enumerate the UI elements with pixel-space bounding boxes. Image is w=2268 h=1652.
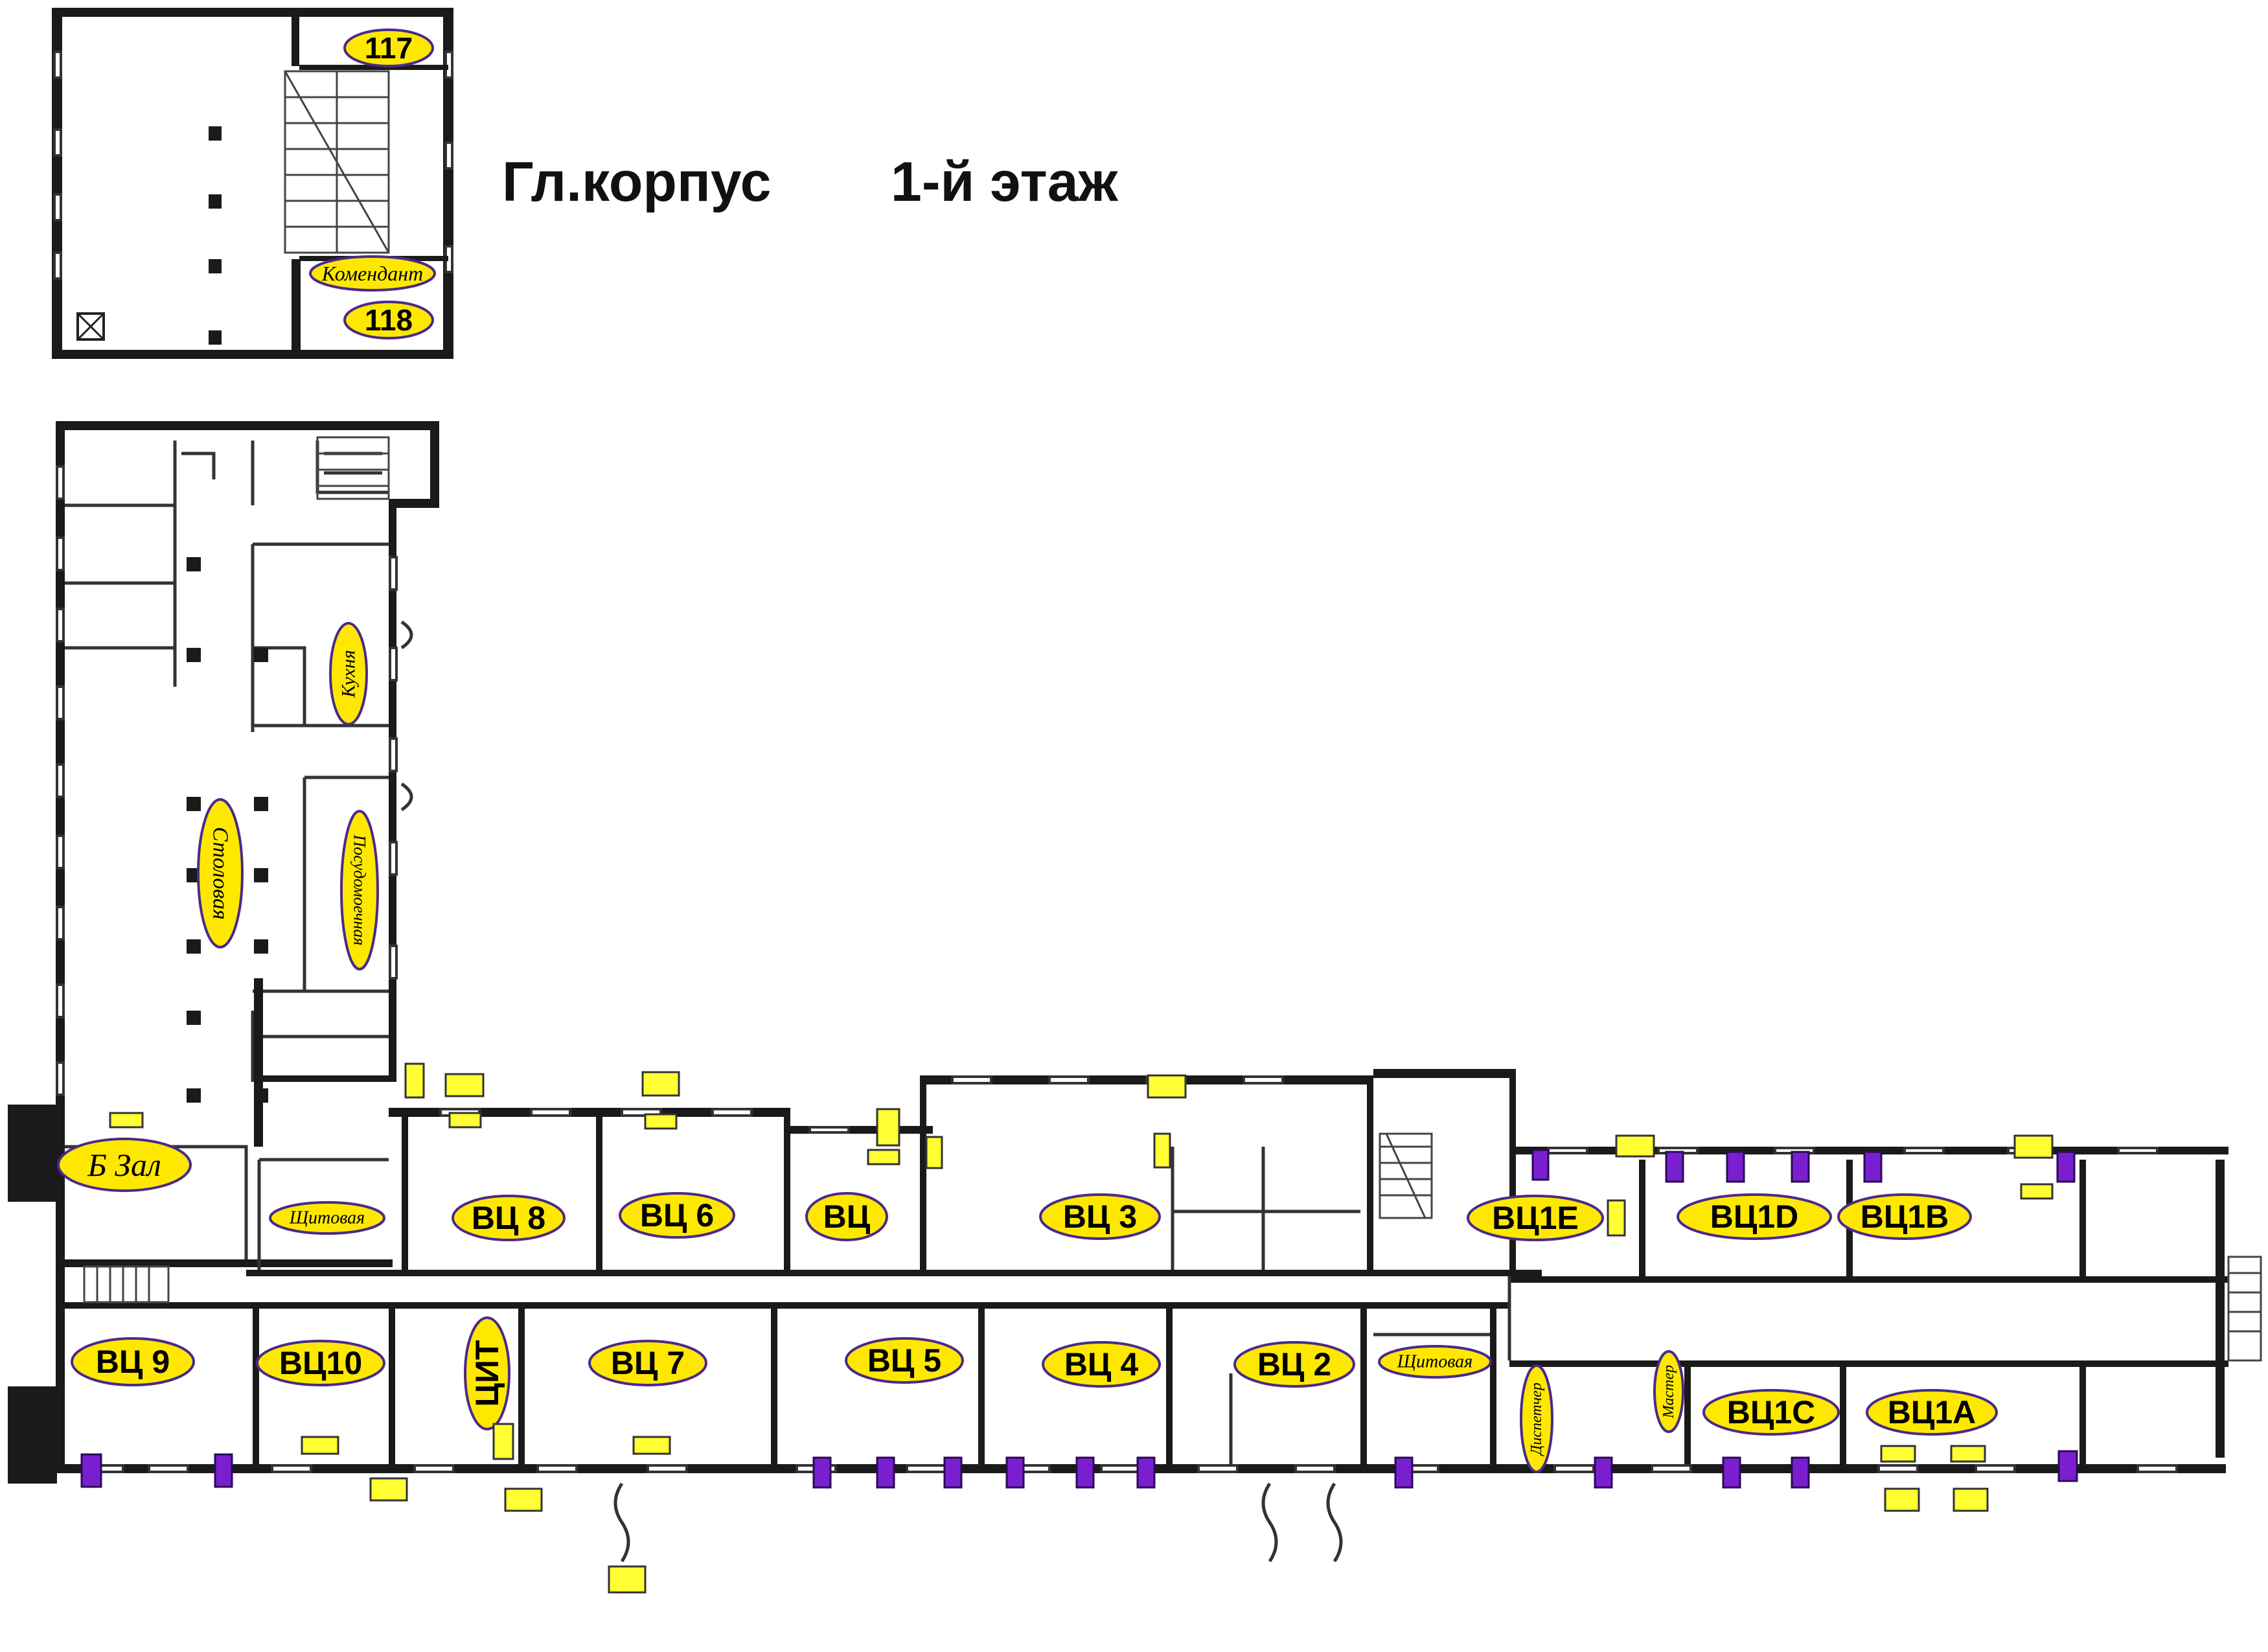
vc1a-label — [1866, 1389, 1998, 1436]
vc5-text: ВЦ 5 — [867, 1342, 941, 1379]
vc3-label — [1039, 1193, 1161, 1240]
vc1c-text: ВЦ1С — [1727, 1394, 1816, 1430]
vc6-text: ВЦ 6 — [640, 1197, 714, 1233]
komendant-label — [309, 255, 436, 292]
vertical-wing: Кухня Столовая Посудомоечная — [56, 421, 439, 1263]
dispetcher-text: Диспетчер — [1528, 1382, 1545, 1456]
staircase-central — [1379, 1132, 1433, 1219]
vc1a-text: ВЦ1А — [1888, 1394, 1976, 1430]
vc2-label — [1233, 1341, 1355, 1388]
kuhnya-label — [329, 622, 368, 726]
elevator-icon — [76, 312, 105, 341]
yellow-markers — [109, 1062, 2054, 1594]
master-label — [1653, 1350, 1684, 1433]
staircase-left — [83, 1265, 170, 1303]
vc9-text: ВЦ 9 — [96, 1344, 170, 1380]
vc1c-label — [1702, 1389, 1840, 1436]
vc1d-label — [1677, 1193, 1832, 1240]
vc1d-text: ВЦ1D — [1710, 1199, 1799, 1235]
vc8-text: ВЦ 8 — [472, 1200, 545, 1236]
stolovaya-label — [197, 798, 244, 948]
external-steps — [2227, 1256, 2262, 1362]
shchitovaya-left-text: Щитовая — [289, 1208, 365, 1228]
cit-text: ЦИТ — [469, 1340, 505, 1406]
stolovaya-text: Столовая — [209, 827, 233, 919]
cit-label — [464, 1316, 510, 1430]
shchitovaya-left-label — [269, 1201, 385, 1235]
vc1e-label — [1467, 1195, 1604, 1241]
vc-label — [805, 1192, 888, 1241]
shchitovaya-right-label — [1378, 1345, 1492, 1379]
vc1b-label — [1837, 1193, 1972, 1240]
room-117-text: 117 — [365, 31, 413, 65]
room-118-label — [343, 301, 434, 339]
room-117-label — [343, 29, 434, 67]
horizontal-wing: Б Зал Щитовая ВЦ 8 ВЦ 6 ВЦ ВЦ 3 ВЦ1Е ВЦ1… — [8, 1062, 2262, 1594]
vc7-label — [588, 1340, 707, 1386]
purple-markers — [80, 1149, 2078, 1489]
vc1b-text: ВЦ1В — [1861, 1199, 1949, 1235]
vc5-label — [845, 1337, 964, 1384]
kuhnya-text: Кухня — [338, 650, 360, 698]
posudomoechnaya-label — [340, 810, 379, 970]
vc6-label — [619, 1192, 735, 1239]
vc4-label — [1042, 1341, 1161, 1388]
vc8-label — [452, 1195, 566, 1241]
floor-title: 1-й этаж — [891, 151, 1118, 213]
vc-text: ВЦ — [823, 1199, 871, 1235]
komendant-text: Комендант — [321, 262, 423, 285]
dispetcher-label — [1520, 1364, 1553, 1473]
vc10-label — [256, 1340, 385, 1386]
room-118-text: 118 — [365, 303, 413, 337]
b-zal-label — [57, 1138, 192, 1192]
posudomoechnaya-text: Посудомоечная — [350, 834, 369, 946]
staircase-vertical-wing — [316, 436, 390, 500]
stair-block-117-118: 117 Комендант 118 — [52, 8, 453, 359]
windows-vertical-wing — [56, 465, 398, 1096]
building-title: Гл.корпус — [502, 151, 772, 213]
vc3-text: ВЦ 3 — [1063, 1199, 1137, 1235]
b-zal-text: Б Зал — [87, 1147, 161, 1183]
windows-left-block — [53, 51, 453, 280]
staircase-117 — [284, 70, 390, 254]
vc10-text: ВЦ10 — [279, 1345, 362, 1381]
vc7-text: ВЦ 7 — [611, 1345, 685, 1381]
shchitovaya-right-text: Щитовая — [1397, 1352, 1472, 1372]
vc9-label — [71, 1337, 195, 1386]
vc1e-text: ВЦ1Е — [1492, 1200, 1579, 1236]
vc4-text: ВЦ 4 — [1064, 1346, 1139, 1382]
master-text: Мастер — [1660, 1365, 1677, 1419]
windows-south — [83, 1464, 2178, 1473]
vc2-text: ВЦ 2 — [1257, 1346, 1331, 1382]
